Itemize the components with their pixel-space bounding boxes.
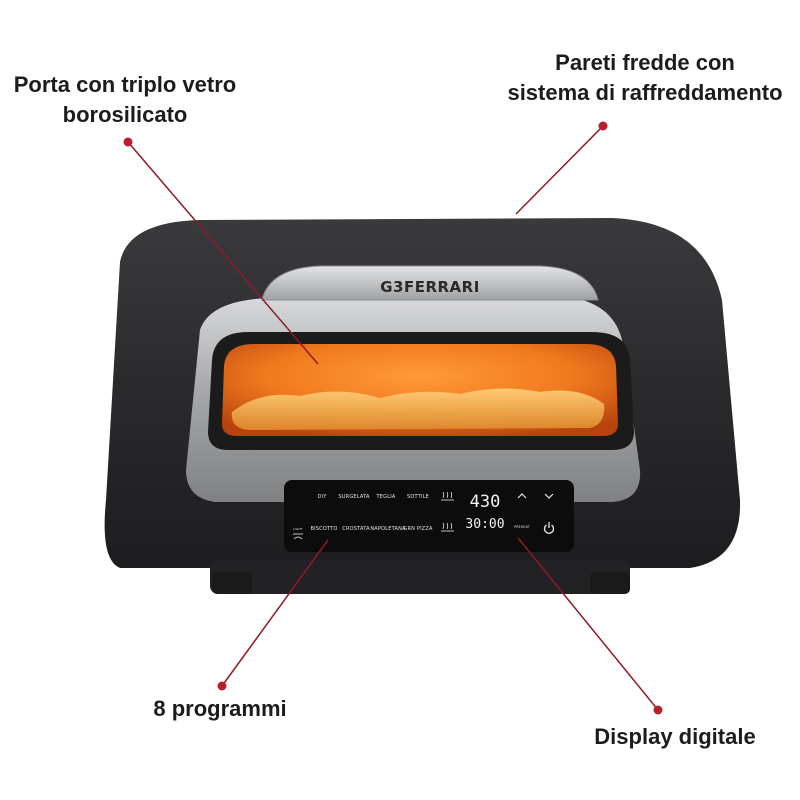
callout-display: Display digitale [580,722,770,752]
power-icon[interactable] [543,522,555,534]
program-diy[interactable]: DIY [318,494,328,500]
callout-programs-line [221,539,329,687]
door-glass [222,344,618,436]
preheat-button[interactable]: PREHEAT [514,525,530,529]
callout-programs-text: 8 programmi [153,696,287,721]
callout-walls-line1: Pareti fredde con [555,50,735,75]
callout-walls-line2: sistema di raffreddamento [507,80,783,105]
arrow-up-icon[interactable] [517,493,527,499]
oven-hood [261,265,599,301]
arrow-down-icon[interactable] [544,493,554,499]
callout-display-line [517,537,659,711]
oven-foot-left [212,572,252,594]
control-panel [284,480,574,552]
program-surgelata[interactable]: SURGELATA [338,494,370,500]
program-biscotto[interactable]: BISCOTTO [310,526,337,532]
oven-base [210,560,630,594]
program-grn-pizza[interactable]: GRN PIZZA [403,526,433,532]
callout-walls-dot [598,121,608,131]
program-teglia[interactable]: TEGLIA [376,494,396,500]
top-heat-icon[interactable] [441,491,454,501]
temperature-display: 430 [470,492,501,512]
brand-logo: G3FERRARI [380,278,480,296]
program-crostata[interactable]: CROSTATA [342,526,370,532]
callout-display-dot [653,705,663,715]
light-label: LIGHT [293,527,303,531]
callout-door-line1: Porta con triplo vetro [13,72,237,97]
program-sottile[interactable]: SOTTILE [407,494,429,500]
callout-walls-line [515,125,604,215]
callout-display-text: Display digitale [594,724,756,749]
program-napoletana[interactable]: NAPOLETANA [370,526,406,532]
callout-programs: 8 programmi [130,694,310,724]
callout-walls: Pareti fredde con sistema di raffreddame… [490,48,800,108]
callout-door-line [127,141,319,365]
bottom-heat-icon[interactable] [441,522,454,532]
timer-display: 30:00 [465,517,504,532]
oven-foot-right [590,572,630,594]
pizza [231,388,605,430]
callout-door-line2: borosilicato [62,102,188,127]
callout-programs-dot [217,681,227,691]
callout-door-dot [123,137,133,147]
oven-steel-face [186,296,641,502]
oven-body [104,218,741,568]
light-icon[interactable] [293,533,303,540]
door-frame [208,332,634,450]
callout-door: Porta con triplo vetro borosilicato [0,70,250,130]
